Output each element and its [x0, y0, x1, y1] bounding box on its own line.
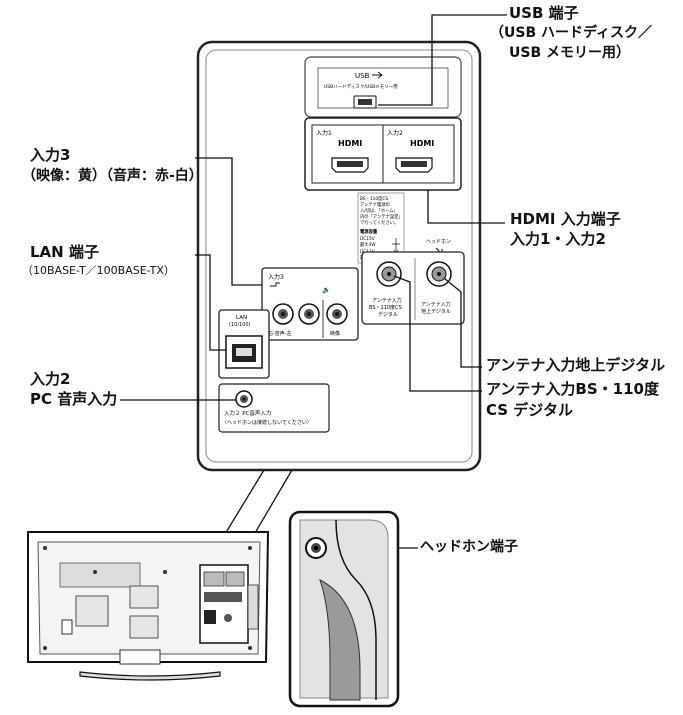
- pc-audio-panel-label: 入力２ PC音声入力: [224, 409, 271, 417]
- hdmi-terminal-sub: 入力1・入力2: [510, 230, 606, 248]
- hdmi-terminal-title: HDMI 入力端子: [510, 210, 621, 228]
- input2-sub: PC 音声入力: [30, 390, 118, 408]
- lan-panel-label: LAN: [236, 315, 247, 321]
- lan-terminal-title: LAN 端子: [30, 243, 99, 261]
- ant-terr-callout-line: [443, 277, 482, 368]
- hdmi-logo-1: HDMI: [338, 139, 362, 148]
- ant-terr-label-0: アンテナ入力: [421, 301, 451, 308]
- bs-note-4: で行ってください。: [360, 219, 398, 226]
- usb-terminal-sub1: （USB ハードディスク／: [490, 25, 653, 41]
- ant-bs-label-1: BS・110度CS: [369, 304, 402, 311]
- terminal-panel-inner: [205, 49, 473, 463]
- bs-note-2: 入/切は、「ホーム」: [360, 207, 398, 214]
- bs-note-0: BS・110度CS: [360, 195, 388, 202]
- video-label: 映像: [330, 330, 340, 337]
- usb-symbol-icon: [372, 71, 383, 79]
- ant-bs-label-0: アンテナ入力: [372, 297, 402, 304]
- usb-terminal-title: USB 端子: [509, 4, 579, 22]
- hdmi-in2-label: 入力2: [387, 129, 403, 137]
- input3-panel-label: 入力3: [268, 273, 284, 281]
- usb-terminal-sub2: USB メモリー用）: [509, 45, 630, 61]
- input3-sub: （映像：黄）（音声：赤-白）: [22, 168, 203, 184]
- bs-note-1: アンテナ電源の: [360, 201, 390, 208]
- ant-bs-callout-line: [393, 275, 482, 392]
- power-line-0: DC15V: [360, 236, 375, 242]
- power-line-1: 最大4W: [360, 241, 376, 248]
- ant-terr-label-1: 地上デジタル: [421, 308, 451, 315]
- audio-symbol-icon: 🔉: [322, 286, 331, 294]
- headphone-panel-label: ヘッドホン: [426, 239, 451, 245]
- usb-port-slot: [358, 99, 372, 105]
- lan-speed-label: (10/100): [229, 322, 251, 328]
- lan-terminal-sub: （10BASE-T／100BASE-TX）: [22, 264, 175, 277]
- input3-title: 入力3: [30, 146, 71, 164]
- hdmi-logo-2: HDMI: [410, 139, 434, 148]
- usb-panel-label: USB: [355, 72, 370, 80]
- ant-bs-label-2: デジタル: [378, 311, 398, 318]
- headphone-zoom-illustration: [288, 510, 400, 708]
- pc-audio-panel-note: （ヘッドホンは接続しないでください）: [222, 419, 312, 426]
- audio-lr-label: 右-音声-左: [268, 330, 292, 337]
- usb-label-frame: [317, 67, 449, 109]
- tv-rear-illustration: [27, 531, 270, 681]
- hdmi-in1-label: 入力1: [316, 129, 332, 137]
- headphone-terminal-label: ヘッドホン端子: [420, 539, 518, 555]
- bs-note-3: 内の「アンテナ設定」: [360, 213, 403, 220]
- input3-callout-line: [195, 157, 262, 286]
- antenna-bs-label-2: CS デジタル: [486, 401, 574, 419]
- antenna-bs-label-1: アンテナ入力BS・110度: [486, 380, 659, 398]
- antenna-terrestrial-label: アンテナ入力地上デジタル: [486, 356, 666, 374]
- input3-plug-icon: [270, 282, 280, 287]
- usb-panel-note: USBハードディスク/USBメモリー用: [324, 83, 398, 90]
- input2-title: 入力2: [30, 370, 71, 388]
- power-title: 電源容量: [360, 228, 378, 235]
- hdmi-callout-line: [427, 190, 505, 224]
- lan-callout-line: [195, 254, 226, 351]
- usb-callout-line: [378, 14, 507, 106]
